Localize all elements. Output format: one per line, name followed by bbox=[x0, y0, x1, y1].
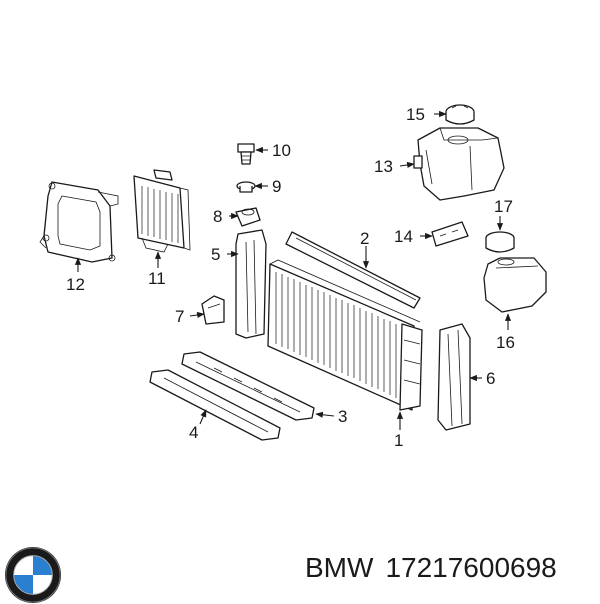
part-8-mount bbox=[235, 207, 261, 227]
bmw-roundel-icon bbox=[4, 546, 62, 604]
callout-16: 16 bbox=[496, 333, 515, 352]
callout-5: 5 bbox=[211, 245, 220, 264]
part-1-radiator bbox=[267, 259, 423, 411]
callout-7: 7 bbox=[175, 307, 184, 326]
part-caption: BMW 17217600698 bbox=[305, 552, 569, 584]
callout-4: 4 bbox=[189, 423, 198, 442]
callout-6: 6 bbox=[486, 369, 495, 388]
part-16-reservoir bbox=[483, 257, 547, 313]
callout-1: 1 bbox=[394, 431, 403, 450]
part-3-lower-duct bbox=[181, 351, 315, 421]
callout-8: 8 bbox=[213, 207, 222, 226]
part-11-aux-radiator bbox=[133, 169, 191, 253]
callout-9: 9 bbox=[272, 177, 281, 196]
part-9-grommet bbox=[236, 181, 256, 193]
callout-13: 13 bbox=[374, 157, 393, 176]
part-number: 17217600698 bbox=[385, 552, 557, 583]
part-7-bracket bbox=[201, 295, 225, 325]
part-15-cap bbox=[445, 104, 475, 125]
part-2-upper-cover bbox=[285, 231, 421, 309]
callout-10: 10 bbox=[272, 141, 291, 160]
callout-14: 14 bbox=[394, 227, 413, 246]
callout-2: 2 bbox=[360, 229, 369, 248]
callout-labels: 1 2 3 4 5 6 7 8 9 10 11 12 13 14 15 16 1… bbox=[66, 105, 515, 450]
part-12-frame bbox=[39, 181, 119, 263]
callout-15: 15 bbox=[406, 105, 425, 124]
callout-11: 11 bbox=[148, 269, 166, 288]
part-17-cap bbox=[485, 231, 515, 253]
part-6-air-guide bbox=[437, 323, 471, 431]
part-14-bracket bbox=[431, 221, 469, 247]
part-10-bolt bbox=[237, 143, 255, 165]
brand-name: BMW bbox=[305, 552, 374, 583]
leader-lines bbox=[74, 110, 512, 430]
callout-3: 3 bbox=[338, 407, 347, 426]
callout-17: 17 bbox=[494, 197, 513, 216]
part-5-air-guide bbox=[235, 229, 267, 339]
part-13-expansion-tank bbox=[413, 127, 505, 201]
callout-12: 12 bbox=[66, 275, 85, 294]
part-4-lower-guide bbox=[149, 369, 281, 441]
